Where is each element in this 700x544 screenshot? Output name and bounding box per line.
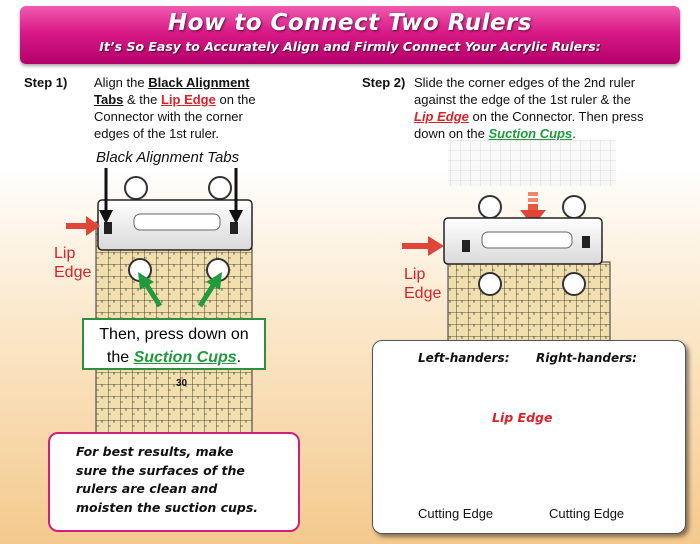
green-arrow-icon: [138, 272, 163, 308]
step2-lip-edge-text: Lip Edge: [414, 109, 469, 124]
page-title: How to Connect Two Rulers: [167, 10, 533, 36]
right-handers-heading: Right-handers:: [536, 351, 637, 365]
step1-text: on the: [215, 92, 256, 107]
lip-word: Lip: [404, 266, 426, 283]
step1-text: edges of the 1st ruler.: [94, 126, 220, 141]
step2-instructions: Step 2) Slide the corner edges of the 2n…: [362, 74, 692, 144]
edge-word: Edge: [54, 264, 92, 281]
step2-text: down on the: [414, 126, 489, 141]
step1-label: Step 1): [24, 75, 68, 90]
step1-text: & the: [123, 92, 161, 107]
tip-line: sure the surfaces of the: [76, 462, 245, 478]
title-banner: How to Connect Two Rulers It’s So Easy t…: [20, 6, 680, 64]
tip-line: For best results, make: [76, 444, 234, 459]
press-callout: Then, press down on the Suction Cups.: [82, 318, 266, 370]
red-arrow-icon: [402, 236, 444, 256]
step2-text: Slide the corner edges of the 2nd ruler: [414, 75, 636, 90]
cutting-edge-right-label: Cutting Edge: [549, 506, 625, 521]
ruler-2-faded: [448, 140, 616, 186]
green-arrow-icon: [197, 272, 222, 308]
black-arrow-icon: [229, 168, 243, 224]
step1-text: Connector with the corner: [94, 109, 243, 124]
tip-line: moisten the suction cups.: [76, 499, 259, 515]
black-arrow-icon: [99, 168, 113, 224]
red-arrow-icon: [66, 216, 100, 236]
callout-text: .: [236, 349, 242, 366]
step1-tabs-text: Tabs: [94, 92, 124, 107]
left-handers-heading: Left-handers:: [418, 351, 510, 365]
edge-word: Edge: [404, 285, 442, 302]
lip-edge-panel-label: Lip Edge: [492, 410, 553, 425]
step1-instructions: Step 1) Align the Black Alignment Tabs &…: [24, 74, 284, 144]
step1-text: Align the: [94, 75, 149, 90]
connector-2: [443, 195, 603, 296]
step1-lip-edge-text: Lip Edge: [160, 92, 216, 107]
lip-edge-label-2: Lip Edge: [404, 265, 441, 303]
black-tabs-label: Black Alignment Tabs: [96, 149, 240, 166]
step1-black-tabs-text: Black Alignment: [148, 75, 250, 90]
lip-edge-label-1: Lip Edge: [54, 244, 91, 282]
step2-label: Step 2): [362, 75, 406, 90]
ruler-number: 30: [176, 378, 188, 389]
step2-suction-cups-text: Suction Cups: [488, 126, 573, 141]
handedness-panel: [372, 340, 686, 534]
callout-text: the: [106, 349, 134, 366]
callout-line: Then, press down on: [99, 326, 249, 343]
ruler-2: [447, 261, 611, 343]
tip-box: For best results, make sure the surfaces…: [48, 432, 300, 532]
callout-suction-cups-text: Suction Cups: [133, 349, 237, 366]
step2-text: against the edge of the 1st ruler & the: [414, 92, 631, 107]
tip-line: rulers are clean and: [76, 481, 218, 496]
lip-word: Lip: [54, 245, 76, 262]
page-subtitle: It’s So Easy to Accurately Align and Fir…: [99, 39, 601, 54]
cutting-edge-left-label: Cutting Edge: [418, 506, 494, 521]
step2-text: .: [572, 126, 576, 141]
step2-text: on the Connector. Then press: [468, 109, 644, 124]
